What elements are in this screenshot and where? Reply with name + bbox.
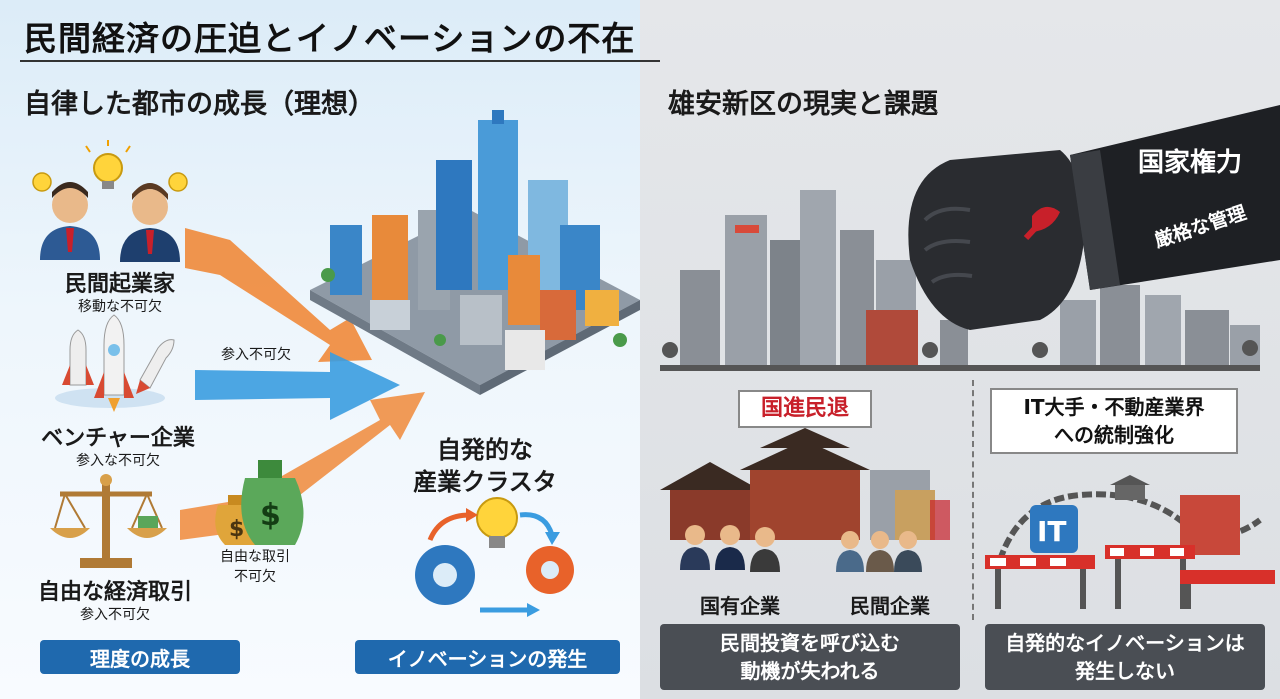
people-group-icon — [680, 525, 922, 572]
money-label-line1: 自由な取引 — [220, 549, 290, 565]
fist-icon — [908, 105, 1280, 330]
control-line2: への統制強化 — [1054, 423, 1174, 447]
cluster-label-line1: 自発的な — [437, 436, 533, 464]
money-bags-icon: $ $ — [215, 460, 304, 545]
state-power-label: 国家権力 — [1137, 148, 1242, 178]
money-label-line2: 不可欠 — [234, 569, 276, 585]
main-title: 民間経済の圧迫とイノベーションの不在 — [24, 19, 636, 58]
rockets-icon — [55, 314, 175, 412]
grey-skyline — [660, 190, 1260, 371]
state-advance-badge: 国進民退 — [738, 390, 872, 428]
state-owned-buildings-icon — [660, 428, 950, 540]
entrepreneur-label: 民間起業家 — [64, 272, 175, 297]
entrepreneur-sublabel: 移動な不可欠 — [78, 299, 162, 315]
right-illustration: IT — [660, 105, 1280, 609]
soe-label: 国有企業 — [700, 594, 780, 618]
trade-sublabel: 参入不可欠 — [80, 607, 150, 623]
innovation-absent-box: 自発的なイノベーションは 発生しない — [985, 624, 1265, 690]
chains-barriers-icon: IT — [985, 475, 1275, 609]
growth-pill: 理度の成長 — [40, 640, 240, 674]
right-divider — [972, 380, 974, 620]
state-advance-text: 国進民退 — [760, 396, 849, 421]
private-label: 民間企業 — [850, 594, 930, 618]
left-heading: 自律した都市の成長（理想） — [24, 89, 375, 120]
left-illustration: $ $ — [32, 110, 640, 617]
innovation-absent-line1: 自発的なイノベーションは — [1005, 631, 1245, 655]
arrow-entry-label: 参入不可欠 — [221, 347, 291, 363]
scales-icon — [50, 474, 167, 568]
venture-sublabel: 参入な不可欠 — [76, 453, 160, 469]
control-line1: IT大手・不動産業界 — [1023, 395, 1205, 419]
innovation-pill: イノベーションの発生 — [355, 640, 620, 674]
investment-box: 民間投資を呼び込む 動機が失われる — [660, 624, 960, 690]
control-badge: IT大手・不動産業界 への統制強化 — [990, 388, 1238, 454]
investment-line1: 民間投資を呼び込む — [720, 631, 900, 655]
trade-label: 自由な経済取引 — [37, 580, 192, 605]
dollar-sign: $ — [229, 517, 244, 542]
innovation-gears-icon — [415, 497, 574, 617]
it-logo: IT — [1037, 515, 1067, 548]
city-illustration — [310, 110, 640, 395]
right-heading: 雄安新区の現実と課題 — [668, 89, 938, 120]
investment-line2: 動機が失われる — [740, 659, 880, 683]
cluster-label-line2: 産業クラスタ — [413, 468, 557, 496]
venture-label: ベンチャー企業 — [41, 426, 195, 451]
innovation-absent-line2: 発生しない — [1075, 659, 1175, 683]
title-underline — [20, 60, 660, 62]
dollar-sign-large: $ — [260, 498, 281, 533]
entrepreneurs-icon — [32, 140, 188, 262]
